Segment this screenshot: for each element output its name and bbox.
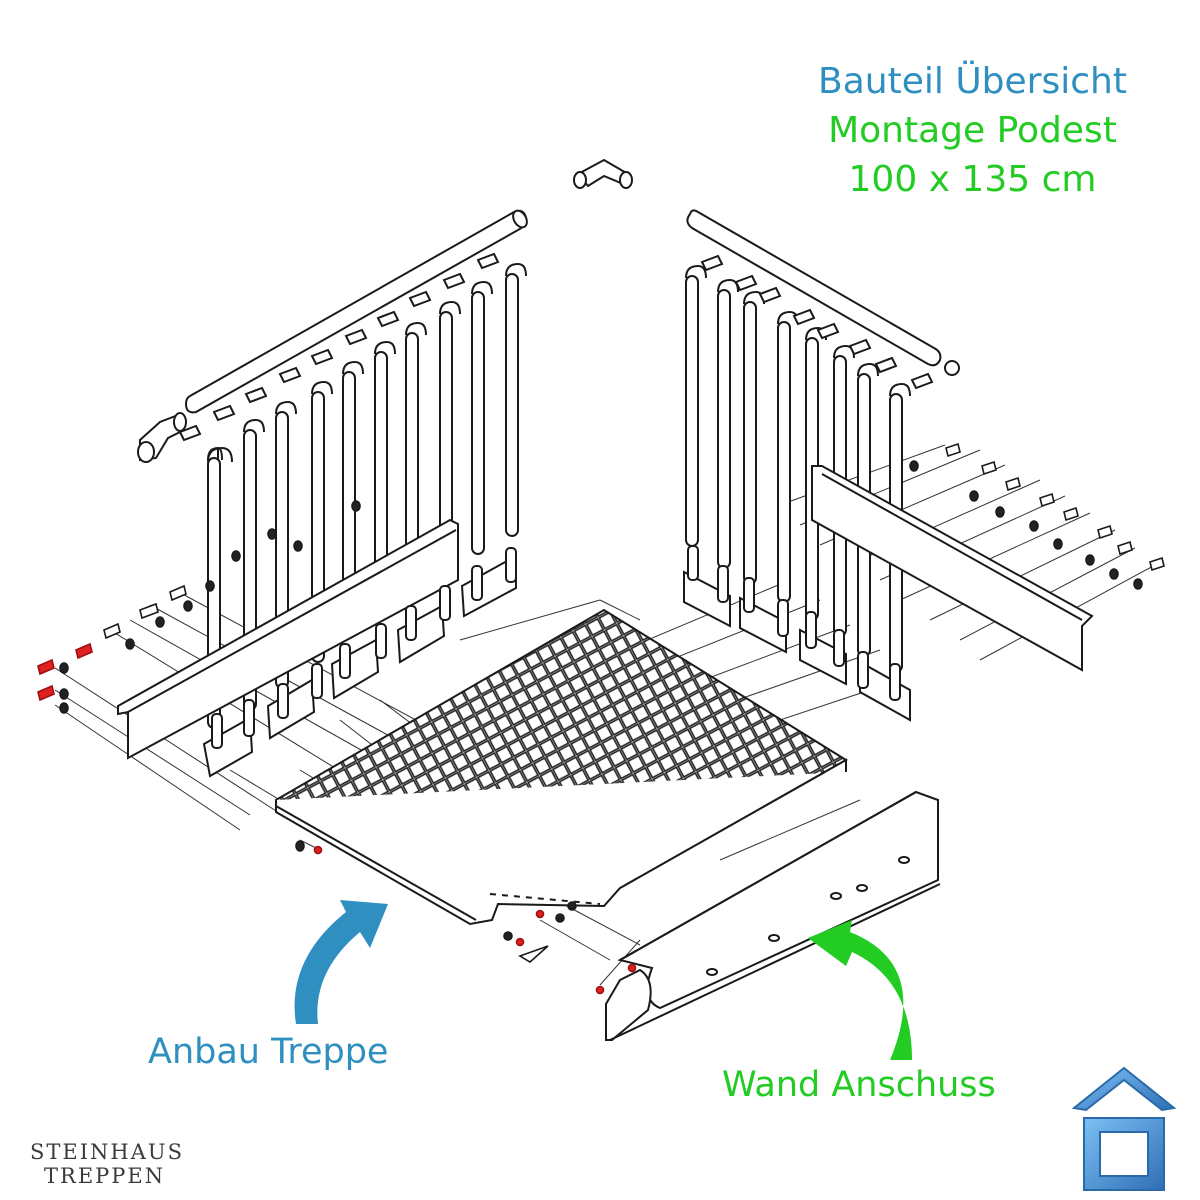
right-baluster-tube-3 <box>743 301 757 585</box>
curved-arrow-green <box>808 920 912 1060</box>
fasteners-right <box>909 442 1165 590</box>
title-line-2: Montage Podest <box>828 110 1117 151</box>
brand-line-1: STEINHAUS <box>30 1140 184 1164</box>
left-railing <box>117 209 528 778</box>
right-railing <box>683 209 1094 722</box>
red-bolt-3 <box>75 642 93 660</box>
elbow-fitting <box>573 158 633 189</box>
left-bracket-4 <box>396 604 446 664</box>
fasteners-left <box>37 500 361 855</box>
left-bracket-2 <box>266 678 316 740</box>
callout-anbau-treppe: Anbau Treppe <box>148 1032 389 1072</box>
grating-front-edge <box>275 758 847 926</box>
right-handrail-clamps <box>700 254 934 390</box>
fasteners-bracket <box>503 901 637 995</box>
right-handrail-tube <box>686 209 942 367</box>
title-line-3: 100 x 135 cm <box>848 159 1097 200</box>
house-logo <box>1071 1066 1177 1191</box>
right-stringer <box>811 465 1094 672</box>
left-bracket-1 <box>202 716 254 778</box>
left-baluster-tube-10 <box>505 273 519 537</box>
callout-wand-anschuss: Wand Anschuss <box>722 1065 996 1105</box>
curved-arrow-blue <box>294 900 388 1024</box>
right-baluster-tube-4 <box>777 321 791 603</box>
red-bolt-2 <box>37 684 55 702</box>
right-bracket-1 <box>683 570 731 628</box>
right-baluster-tube-2 <box>717 289 731 569</box>
red-bolt-1 <box>37 658 55 676</box>
grating-platform <box>275 608 848 926</box>
left-baluster-tube-9 <box>471 291 485 555</box>
title-line-1: Bauteil Übersicht <box>818 61 1127 102</box>
left-bracket-3 <box>330 638 380 700</box>
brand-line-2: TREPPEN <box>44 1164 166 1188</box>
right-baluster-tube-1 <box>685 275 699 547</box>
left-stringer <box>117 518 459 760</box>
left-handrail-clamps <box>178 252 500 442</box>
wall-bracket <box>605 790 941 1041</box>
left-bracket-5 <box>460 554 517 618</box>
